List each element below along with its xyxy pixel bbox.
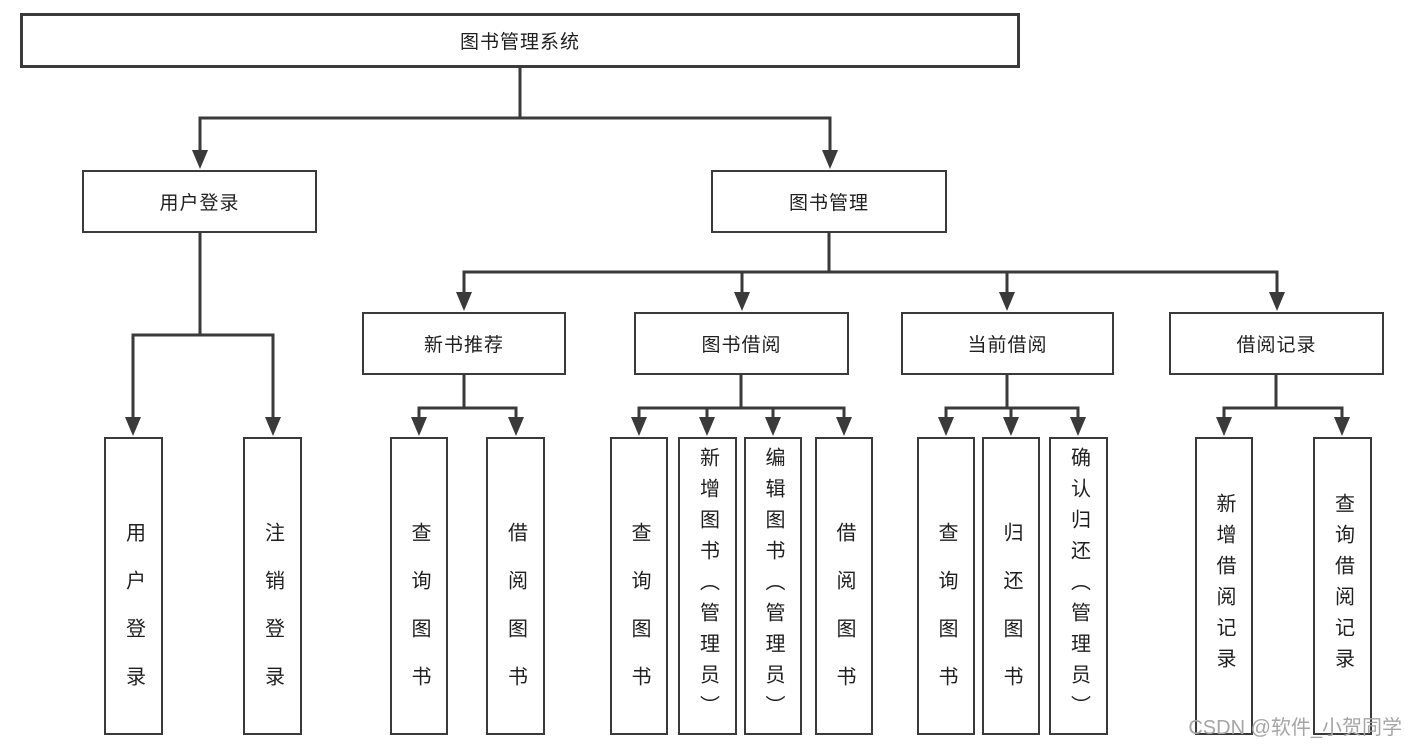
leaf-bb-borrow-books-label: 借阅图书: [833, 522, 855, 714]
leaf-cb-return-books: 归还图书: [982, 437, 1040, 735]
node-borrowing-records-label: 借阅记录: [1236, 335, 1317, 356]
connector-borrow-records: [1222, 375, 1344, 422]
leaf-bb-borrow-books: 借阅图书: [815, 437, 873, 735]
node-library-system: 图书管理系统: [20, 13, 1020, 68]
node-current-borrowing-label: 当前借阅: [967, 335, 1048, 356]
leaf-rec-query-books: 查询图书: [390, 437, 448, 735]
node-book-borrowing: 图书借阅: [634, 312, 849, 375]
node-new-book-recommend: 新书推荐: [362, 312, 566, 375]
node-user-login: 用户登录: [82, 170, 317, 233]
leaf-br-add-record: 新增借阅记录: [1195, 437, 1253, 735]
leaf-bb-add-books-admin: 新增图书（管理员）: [678, 437, 737, 735]
node-book-borrowing-label: 图书借阅: [701, 335, 782, 356]
leaf-bb-edit-books-admin-label: 编辑图书（管理员）: [762, 446, 784, 726]
leaf-bb-query-books-label: 查询图书: [628, 522, 650, 714]
leaf-bb-query-books: 查询图书: [610, 437, 668, 735]
leaf-rec-borrow-books-label: 借阅图书: [504, 522, 527, 714]
leaf-cb-return-books-label: 归还图书: [1000, 522, 1022, 714]
connector-current-borrow: [944, 375, 1080, 422]
leaf-cb-query-books-label: 查询图书: [935, 522, 957, 714]
leaf-br-query-record: 查询借阅记录: [1313, 437, 1372, 735]
leaf-user-login-label: 用户登录: [122, 522, 145, 714]
leaf-br-query-record-label: 查询借阅记录: [1331, 493, 1354, 679]
leaf-cb-confirm-return-admin: 确认归还（管理员）: [1049, 437, 1108, 735]
node-user-login-label: 用户登录: [159, 193, 240, 214]
connector-book-mgmt: [462, 233, 1279, 296]
node-borrowing-records: 借阅记录: [1169, 312, 1384, 375]
leaf-br-add-record-label: 新增借阅记录: [1213, 493, 1235, 679]
leaf-rec-borrow-books: 借阅图书: [486, 437, 545, 735]
node-current-borrowing: 当前借阅: [901, 312, 1114, 375]
node-new-book-recommend-label: 新书推荐: [423, 335, 504, 356]
leaf-cb-query-books: 查询图书: [917, 437, 975, 735]
leaf-rec-query-books-label: 查询图书: [408, 522, 430, 714]
leaf-logout-label: 注销登录: [261, 522, 284, 714]
leaf-bb-add-books-admin-label: 新增图书（管理员）: [696, 446, 719, 726]
leaf-logout: 注销登录: [243, 437, 302, 735]
node-library-system-label: 图书管理系统: [459, 32, 580, 53]
csdn-watermark: CSDN @软件_小贺同学: [1188, 717, 1402, 739]
leaf-cb-confirm-return-admin-label: 确认归还（管理员）: [1067, 446, 1090, 726]
node-book-management: 图书管理: [711, 170, 947, 233]
node-book-management-label: 图书管理: [788, 193, 869, 214]
arrowheads: [125, 150, 1350, 436]
connector-new-book-rec: [417, 375, 518, 422]
connector-book-borrow: [637, 375, 846, 422]
connector-user-login: [131, 233, 275, 422]
leaf-bb-edit-books-admin: 编辑图书（管理员）: [744, 437, 802, 735]
leaf-user-login: 用户登录: [104, 437, 163, 735]
connector-root: [198, 68, 832, 153]
